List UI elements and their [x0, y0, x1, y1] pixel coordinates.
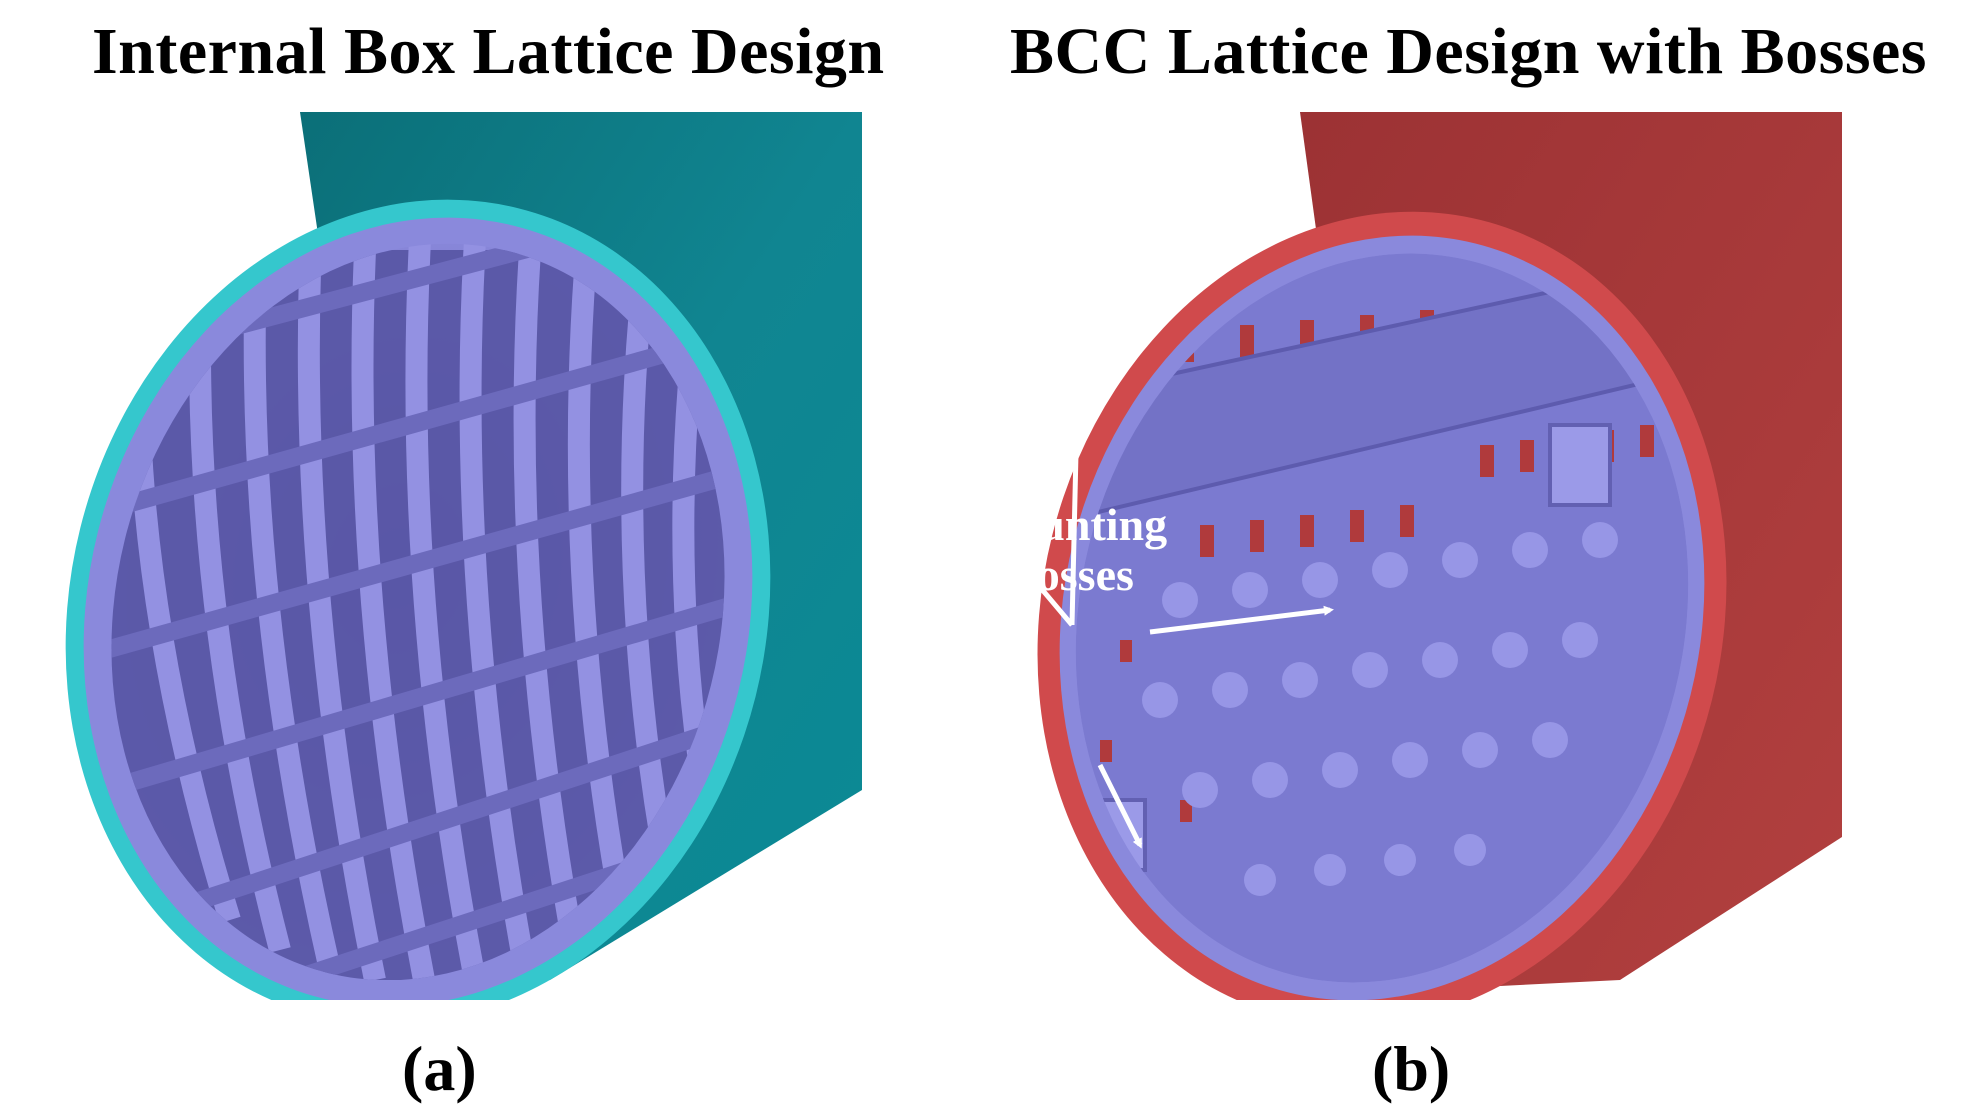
panel-b-title: BCC Lattice Design with Bosses: [1010, 15, 1927, 88]
annotation-line-2: Bosses: [1006, 549, 1134, 600]
panel-a-caption: (a): [402, 1033, 477, 1104]
bcc-lattice-figure: [1000, 112, 1842, 1000]
annotation-arrows: [1000, 191, 1334, 849]
bcc-lattice: [1000, 252, 1743, 983]
box-lattice: [67, 181, 753, 1000]
annotation-line-1: Mounting: [1000, 499, 1167, 550]
box-lattice-figure: [65, 112, 862, 1000]
annotation-overlay: Mounting Bosses: [1000, 499, 1167, 600]
panel-b-caption: (b): [1372, 1033, 1451, 1104]
mounting-boss: [1548, 423, 1612, 507]
panel-a-title: Internal Box Lattice Design: [92, 15, 885, 88]
